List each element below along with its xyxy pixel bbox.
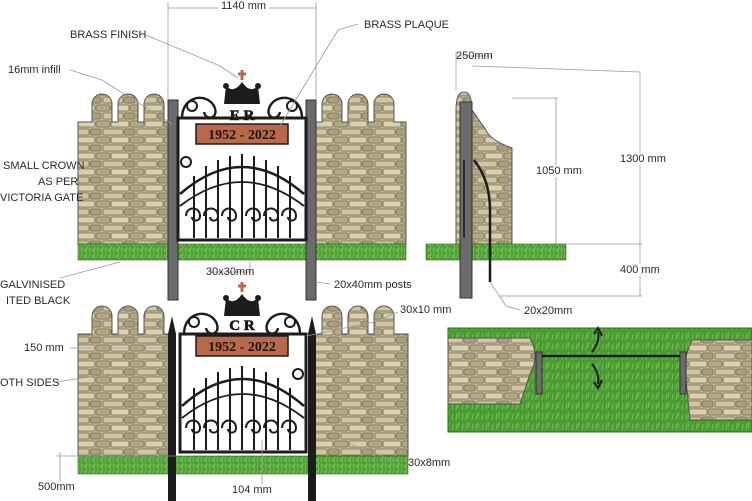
gate-bars-top bbox=[193, 154, 291, 238]
elevation-top: E R 1952 - 2022 bbox=[77, 70, 407, 301]
grass-bottom bbox=[77, 455, 409, 475]
plaque-top bbox=[195, 123, 289, 145]
side-grass bbox=[425, 243, 567, 261]
callout-small-crown-2: AS PER bbox=[38, 176, 79, 188]
callout-galvanised-2: ITED BLACK bbox=[6, 295, 71, 307]
dim-bar-spacing: 104 mm bbox=[232, 484, 272, 496]
plan-wall-left bbox=[447, 337, 536, 405]
plan-view bbox=[447, 326, 752, 433]
wall-left-top bbox=[77, 93, 171, 245]
callout-infill: 16mm infill bbox=[8, 64, 61, 76]
dim-gate-width: 1140 mm bbox=[218, 0, 270, 12]
callout-small-crown-3: VICTORIA GATE bbox=[0, 192, 84, 204]
finial-post-left bbox=[168, 316, 176, 501]
plan-wall-right bbox=[684, 339, 752, 421]
wall-right-bottom bbox=[313, 305, 409, 457]
side-gate-leaf bbox=[473, 159, 492, 282]
dim-frame-flat: 30x8mm bbox=[408, 457, 451, 469]
side-post bbox=[459, 101, 473, 299]
hinge-top bbox=[180, 156, 192, 168]
callout-small-crown-1: SMALL CROWN bbox=[3, 160, 85, 172]
side-section bbox=[425, 91, 567, 299]
finial-post-right bbox=[308, 316, 316, 501]
dim-section-tube: 20x20mm bbox=[524, 305, 573, 317]
callout-brass-plaque: BRASS PLAQUE bbox=[364, 19, 449, 31]
dim-cap-size: 150 mm bbox=[24, 342, 64, 354]
gate-bars-bottom bbox=[193, 366, 291, 450]
cypher-top: E R bbox=[230, 108, 255, 124]
grass-top bbox=[77, 243, 407, 261]
dimension-lines bbox=[55, 2, 642, 486]
crest-scrolls-bottom bbox=[182, 312, 302, 335]
callout-frame-section: 30x30mm bbox=[206, 266, 255, 278]
callout-brass-finish: BRASS FINISH bbox=[70, 29, 147, 41]
dim-depth-posts: 400 mm bbox=[620, 264, 660, 276]
callout-both-sides: OTH SIDES bbox=[0, 377, 60, 389]
dim-wall-thickness: 250mm bbox=[456, 50, 493, 62]
rotation-arrow-icon bbox=[591, 326, 603, 390]
plaque-years-bottom: 1952 - 2022 bbox=[208, 340, 276, 355]
plaque-bottom bbox=[195, 335, 289, 357]
dim-top-infill-bar: 30x10 mm bbox=[400, 304, 452, 316]
cypher-bottom: C R bbox=[229, 318, 255, 334]
dim-height-wall: 1050 mm bbox=[536, 165, 582, 177]
gate-frame-bottom bbox=[178, 332, 308, 454]
gate-frame-top bbox=[176, 116, 308, 242]
wall-right-top bbox=[313, 93, 407, 245]
crown-icon bbox=[223, 70, 261, 104]
crown-icon-bottom bbox=[223, 282, 261, 316]
elevation-bottom: C R 1952 - 2022 bbox=[77, 282, 409, 501]
wall-left-bottom bbox=[77, 305, 171, 457]
dim-height-total: 1300 mm bbox=[620, 153, 666, 165]
crest-scrolls-top bbox=[180, 96, 304, 119]
plaque-years-top: 1952 - 2022 bbox=[208, 128, 276, 143]
callout-galvanised-1: GALVINISED bbox=[0, 279, 66, 291]
dim-post-depth-front: 500mm bbox=[38, 481, 75, 493]
callout-posts: 20x40mm posts bbox=[334, 279, 412, 291]
